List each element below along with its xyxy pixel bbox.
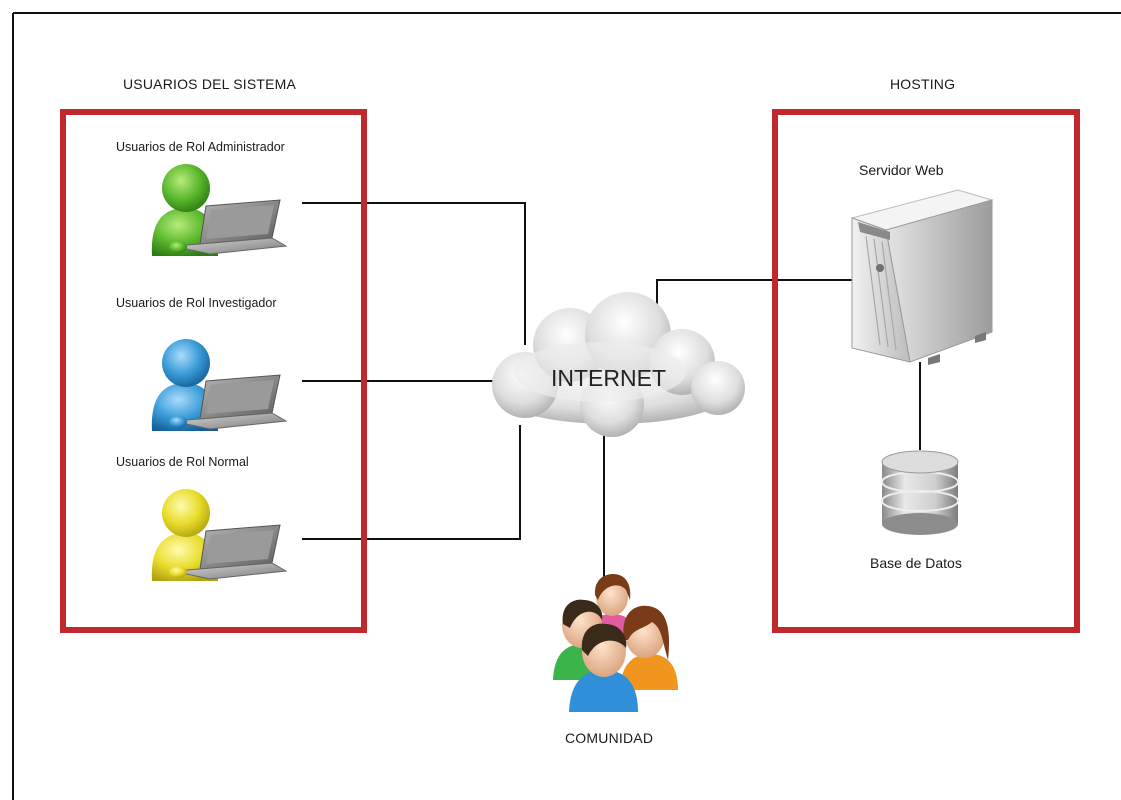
hosting-box	[772, 109, 1080, 633]
database-label: Base de Datos	[870, 555, 962, 571]
normal-link	[302, 425, 521, 540]
users-section-title: USUARIOS DEL SISTEMA	[123, 76, 297, 92]
server-label: Servidor Web	[859, 162, 944, 178]
user-laptop-icon	[151, 339, 288, 431]
community-label: COMUNIDAD	[565, 730, 654, 746]
cloud-icon	[492, 292, 745, 437]
role-admin-label: Usuarios de Rol Administrador	[116, 140, 285, 154]
hosting-section-title: HOSTING	[890, 76, 956, 92]
user-laptop-icon	[151, 164, 288, 256]
server-link	[656, 279, 852, 318]
user-laptop-icon	[151, 489, 288, 581]
group-icon	[553, 574, 678, 712]
admin-link	[302, 202, 526, 345]
role-normal-label: Usuarios de Rol Normal	[116, 455, 249, 469]
internet-label: INTERNET	[551, 365, 666, 391]
role-researcher-label: Usuarios de Rol Investigador	[116, 296, 277, 310]
users-box	[60, 109, 367, 633]
database-icon	[881, 450, 959, 535]
page-frame	[12, 12, 1121, 800]
server-icon	[850, 189, 994, 365]
